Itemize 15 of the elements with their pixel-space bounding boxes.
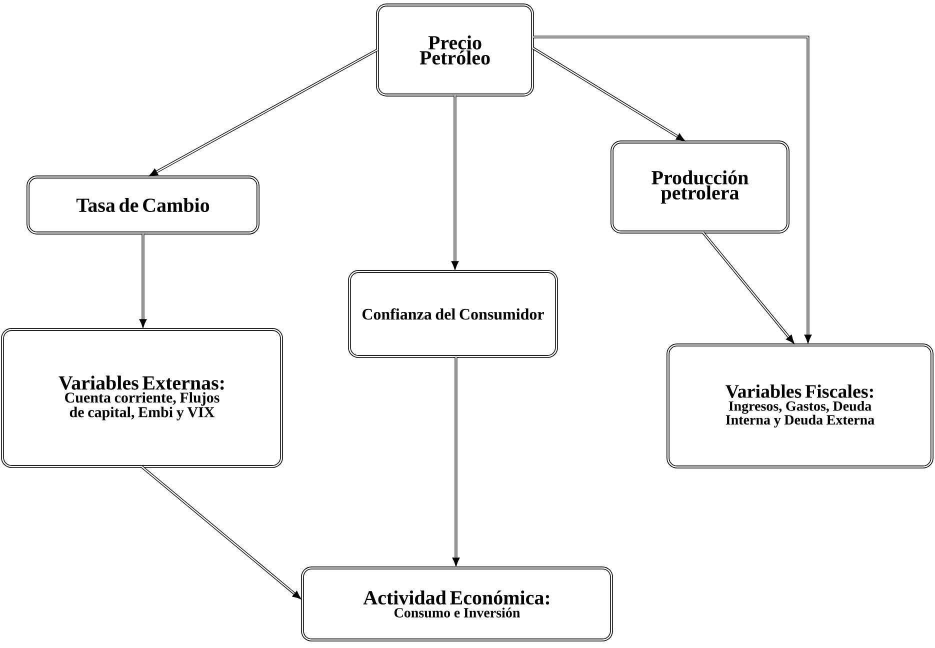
process-box: Confianza del Consumidor [348, 270, 558, 358]
process-box: Actividad Económica: Consumo e Inversión [301, 566, 613, 642]
process-box: Precio Petróleo [376, 4, 534, 96]
arrow [141, 466, 302, 600]
arrow [451, 95, 459, 270]
arrow [702, 232, 794, 344]
process-box: Tasa de Cambio [26, 176, 260, 234]
process-box: Variables Externas: Cuenta corriente, Flujos de capital, Embi y VIX [1, 328, 283, 468]
arrow [148, 48, 378, 176]
arrow [532, 46, 686, 142]
process-box: Variables Fiscales: Ingresos, Gastos, Deuda Interna y Deuda Externa [666, 344, 934, 468]
arrow [532, 36, 812, 344]
process-box: Producción petrolera [610, 140, 790, 234]
arrow [452, 356, 460, 567]
arrow [139, 233, 147, 328]
